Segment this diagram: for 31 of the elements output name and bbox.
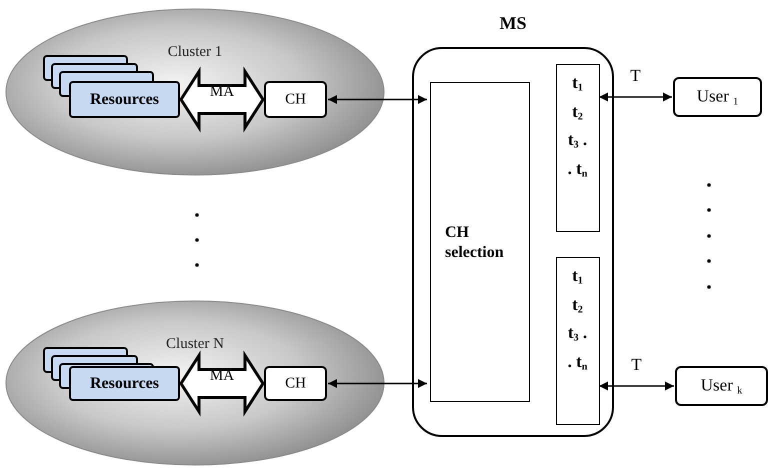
arrow [599,382,674,390]
cluster-ellipse [5,8,385,176]
selection-box [430,82,530,402]
double-block-arrow [179,350,265,417]
box-label: CH [284,375,307,392]
time-slot-box [556,257,600,425]
time-slot-list: t$_{1}$ t$_{2}$ t$_{3}$ . . t$_{n}$ [557,71,598,186]
resources-box [69,366,180,401]
cluster-head-box [264,366,327,401]
user-box [675,366,768,406]
server-title: MS [498,13,528,34]
double-block-arrow [179,66,265,133]
cluster-label: Cluster 1 [166,44,224,61]
cluster-head-box [264,81,327,118]
cluster-ellipse [5,300,385,466]
user-box [673,77,762,117]
edge-label: T [630,355,643,375]
time-slot-list: t$_{1}$ t$_{2}$ t$_{3}$ . . t$_{n}$ [557,264,598,378]
box-label: User $_{k}$ [700,376,744,396]
box-label: Resources [88,374,160,392]
box-label: User $_{1}$ [696,86,740,108]
resources-box [69,81,180,118]
edge-label: T [629,66,642,86]
box-label: CH selection [445,223,505,263]
arrow [328,95,427,104]
time-slot-box [556,64,600,232]
box-label: CH [284,91,307,108]
box-label: Resources [88,90,160,108]
arrow [599,92,672,102]
cluster-label: Cluster N [165,336,225,353]
arrow [328,379,427,388]
